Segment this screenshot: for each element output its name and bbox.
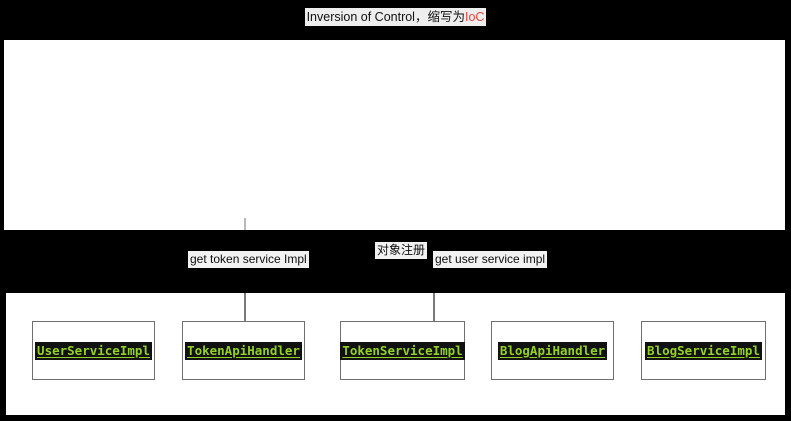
node-user-service-impl[interactable]: UserServiceImpl <box>32 321 155 380</box>
node-token-service-impl[interactable]: TokenServiceImpl <box>340 321 465 380</box>
node-label-blog-service-impl: BlogServiceImpl <box>645 341 762 360</box>
title-accent-text: IoC <box>464 10 485 24</box>
node-label-token-api-handler: TokenApiHandler <box>185 341 302 360</box>
node-label-blog-api-handler: BlogApiHandler <box>497 341 608 360</box>
connector-line-token-api-handler <box>244 293 246 322</box>
node-blog-api-handler[interactable]: BlogApiHandler <box>491 321 614 380</box>
node-blog-service-impl[interactable]: BlogServiceImpl <box>641 321 766 380</box>
node-token-api-handler[interactable]: TokenApiHandler <box>182 321 305 380</box>
title-main-text: Inversion of Control，缩写为 <box>306 10 465 24</box>
diagram-title: Inversion of Control，缩写为IoC <box>0 7 791 27</box>
edge-label-object-registration: 对象注册 <box>375 242 428 259</box>
edge-label-get-token-service-impl: get token service Impl <box>188 251 309 268</box>
edge-label-get-user-service-impl: get user service impl <box>433 251 548 268</box>
connector-stub-upper <box>244 218 246 230</box>
node-label-token-service-impl: TokenServiceImpl <box>340 341 465 360</box>
node-label-user-service-impl: UserServiceImpl <box>35 341 152 360</box>
connector-line-token-service-impl <box>433 293 435 322</box>
title-text-wrapper: Inversion of Control，缩写为IoC <box>304 8 487 26</box>
upper-content-panel <box>4 40 785 230</box>
